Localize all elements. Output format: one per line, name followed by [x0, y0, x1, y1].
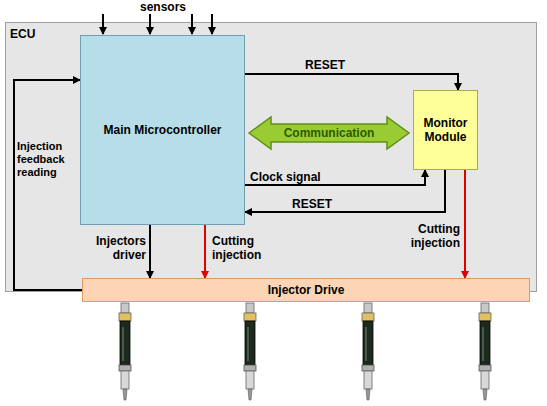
bus-arrow — [249, 117, 409, 149]
signal-line — [149, 225, 151, 278]
module-box: Main Microcontroller — [80, 35, 245, 225]
signal-line — [464, 170, 466, 278]
box-label: Injector Drive — [268, 283, 345, 297]
box-label: Main Microcontroller — [103, 123, 221, 137]
box-label: Monitor Module — [414, 116, 477, 144]
ecu-housing: ECU Main MicrocontrollerMonit — [5, 22, 537, 292]
signal-label: Injection feedback reading — [17, 140, 79, 179]
signal-line — [245, 170, 425, 185]
signal-label: Injectors driver — [84, 234, 146, 262]
signal-line — [14, 80, 82, 290]
input-label: sensors — [140, 0, 186, 14]
signal-label: Communication — [284, 126, 375, 140]
signal-label: RESET — [292, 197, 332, 211]
signal-label: Cutting injection — [392, 222, 460, 250]
driver-band: Injector Drive — [82, 278, 530, 302]
signal-label: Clock signal — [250, 170, 321, 184]
housing-title: ECU — [10, 27, 35, 41]
module-box: Monitor Module — [413, 90, 478, 170]
signal-line — [204, 225, 206, 278]
signal-line — [245, 170, 445, 212]
injector-illustrations — [119, 303, 491, 400]
signal-label: Cutting injection — [212, 234, 284, 262]
signal-label: RESET — [305, 58, 345, 72]
sensor-arrows — [103, 14, 212, 34]
signal-line — [245, 74, 458, 90]
